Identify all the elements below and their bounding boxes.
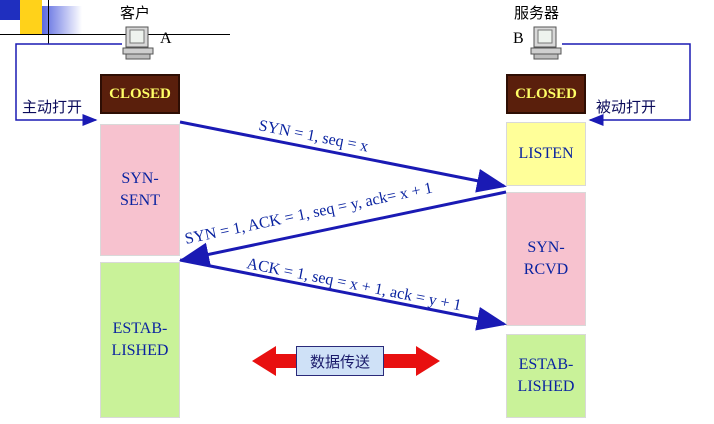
server-state-listen: LISTEN xyxy=(506,122,586,186)
client-state-closed: CLOSED xyxy=(100,74,180,114)
server-state-established: ESTAB- LISHED xyxy=(506,334,586,418)
server-state-closed: CLOSED xyxy=(506,74,586,114)
syn-arrow xyxy=(179,120,507,193)
client-state-established: ESTAB- LISHED xyxy=(100,262,180,418)
data-transfer-box: 数据传送 xyxy=(296,346,384,376)
server-title: 服务器 xyxy=(514,4,560,22)
ack-arrow xyxy=(179,258,507,331)
decor-rule xyxy=(0,34,230,35)
client-computer-icon xyxy=(122,26,158,60)
client-state-syn-sent: SYN- SENT xyxy=(100,124,180,256)
server-state-syn-rcvd: SYN- RCVD xyxy=(506,192,586,326)
client-host-label: A xyxy=(160,30,172,47)
passive-open-label: 被动打开 xyxy=(596,98,657,116)
data-transfer-arrow xyxy=(252,346,440,376)
active-open-label: 主动打开 xyxy=(22,98,83,116)
client-title: 客户 xyxy=(120,4,151,22)
server-computer-icon xyxy=(530,26,566,60)
server-host-label: B xyxy=(513,30,524,47)
syn-ack-arrow xyxy=(179,190,507,267)
passive-open-loop xyxy=(562,43,691,126)
ack-message: ACK = 1, seq = x + 1, ack = y + 1 xyxy=(245,255,463,314)
active-open-loop xyxy=(15,43,122,126)
decor-block-yellow xyxy=(20,0,42,34)
decor-rule-vertical xyxy=(48,0,49,44)
